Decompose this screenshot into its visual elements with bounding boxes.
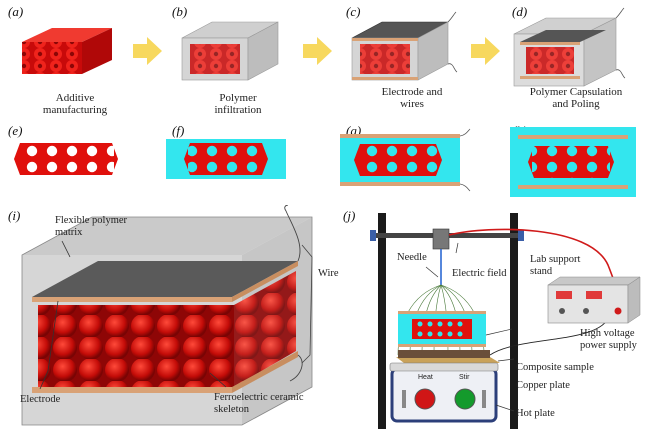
- electroded-block-c: [351, 11, 458, 81]
- lattice-block-a: [22, 28, 112, 74]
- cross-section-e: [14, 143, 118, 175]
- label-copper-plate: Copper plate: [516, 380, 570, 391]
- label-wire: Wire: [318, 268, 339, 279]
- wire-bottom: [289, 354, 303, 382]
- heat-knob-label: Heat: [418, 374, 433, 381]
- label-electrode: Electrode: [20, 394, 61, 405]
- panel-label-j: (j): [343, 208, 356, 223]
- copper-plate: [396, 357, 500, 363]
- top-electrode: [32, 261, 298, 297]
- wire-top: [284, 205, 301, 262]
- stand-post-right: [510, 213, 518, 429]
- infiltrated-block-b: [181, 21, 279, 81]
- hot-plate: [390, 367, 498, 423]
- caption-b: Polymer infiltration: [214, 92, 262, 116]
- heat-knob: [414, 388, 436, 410]
- poling-setup-diagram: [370, 213, 641, 429]
- cross-section-f: [166, 139, 286, 179]
- panel-label-a: (a): [8, 4, 24, 19]
- panel-label-d: (d): [512, 4, 528, 19]
- panel-label-f: (f): [172, 123, 185, 138]
- caption-a: Additive manufacturing: [42, 92, 108, 116]
- caption-d: Polymer Capsulation and Poling: [529, 86, 623, 110]
- panel-label-i: (i): [8, 208, 21, 223]
- label-needle: Needle: [397, 252, 427, 263]
- encapsulated-block-d: [513, 7, 626, 87]
- panel-label-b: (b): [172, 4, 188, 19]
- label-high-voltage-supply: High voltage power supply: [580, 328, 637, 351]
- arrow-icon: [303, 37, 332, 65]
- process-row: [22, 7, 626, 87]
- panel-label-e: (e): [8, 123, 23, 138]
- label-lab-support-stand: Lab support stand: [530, 254, 581, 277]
- label-composite-sample: Composite sample: [516, 362, 594, 373]
- label-electric-field: Electric field: [452, 268, 507, 279]
- cross-section-h: [510, 127, 636, 197]
- cross-section-row: [14, 127, 636, 197]
- stir-knob: [454, 388, 476, 410]
- stand-post-left: [378, 213, 386, 429]
- arrow-icon: [133, 37, 162, 65]
- arrow-icon: [471, 37, 500, 65]
- label-ferroelectric-skeleton: Ferroelectric ceramic skeleton: [214, 392, 304, 415]
- needle-holder: [432, 228, 450, 250]
- label-hot-plate: Hot plate: [516, 408, 555, 419]
- cross-section-g: [340, 128, 471, 192]
- bottom-electrode: [32, 387, 232, 393]
- stir-knob-label: Stir: [459, 374, 470, 381]
- panel-label-c: (c): [346, 4, 361, 19]
- label-flexible-polymer-matrix: Flexible polymer matrix: [55, 215, 128, 238]
- composite-3d-diagram: [21, 205, 313, 426]
- power-supply: [547, 276, 641, 324]
- caption-c: Electrode and wires: [381, 86, 443, 110]
